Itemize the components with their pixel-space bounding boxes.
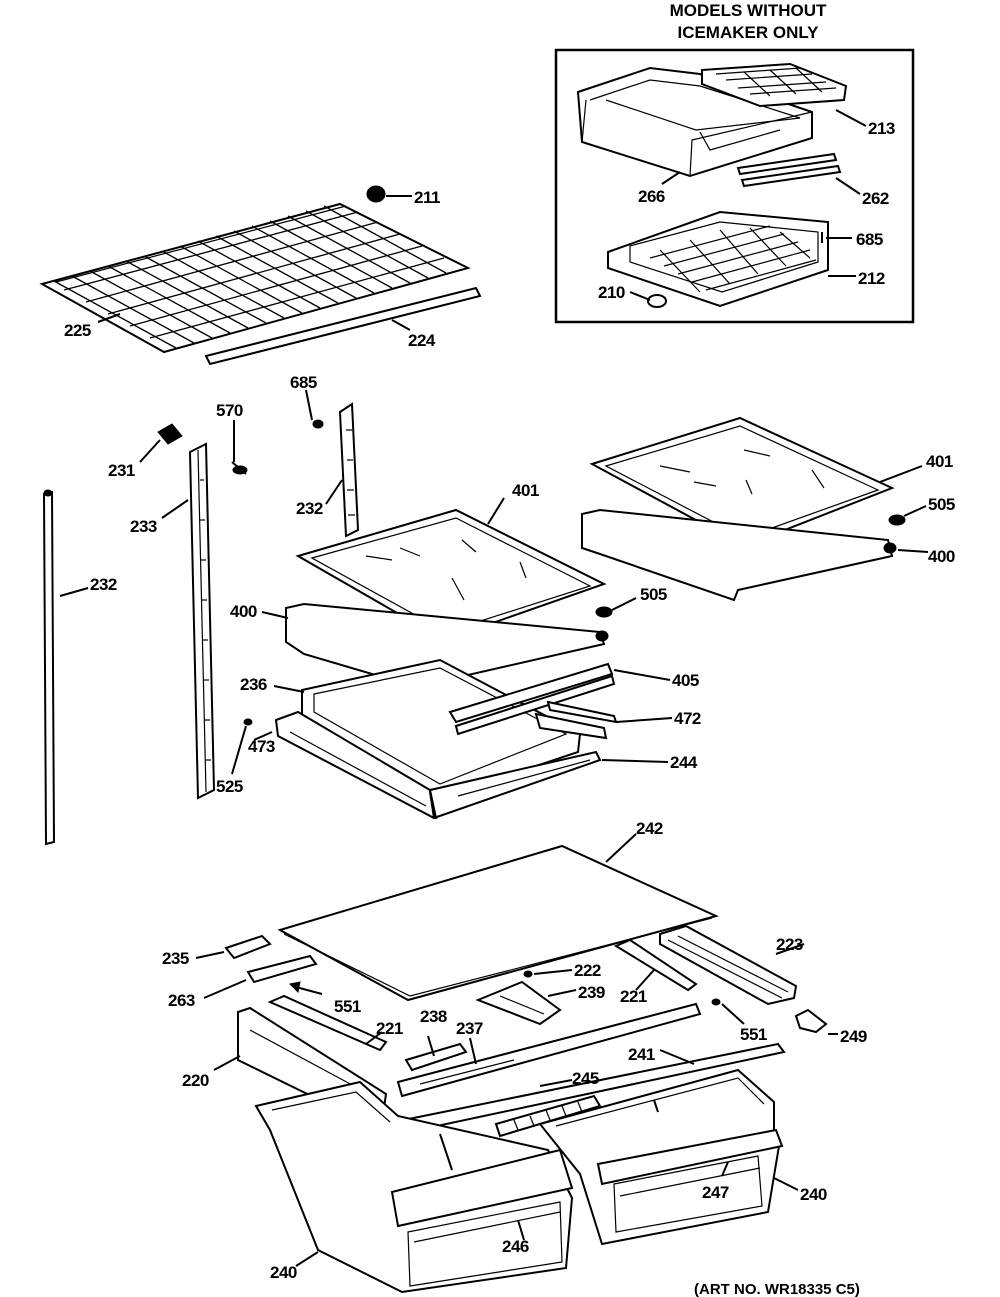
callout-231: 231 (108, 461, 135, 480)
callout-263: 263 (168, 991, 195, 1010)
callout-232-upper: 232 (296, 499, 323, 518)
icemaker-inset: MODELS WITHOUT ICEMAKER ONLY (554, 1, 915, 324)
callout-400-right: 400 (928, 547, 955, 566)
callout-221-right: 221 (620, 987, 647, 1006)
ice-tray-support-part (607, 210, 829, 308)
callout-232-left: 232 (90, 575, 117, 594)
callout-525: 525 (216, 777, 243, 796)
art-number: (ART NO. WR18335 C5) (694, 1281, 860, 1297)
crisper-drawers-group: 247 240 246 240 (254, 1068, 827, 1294)
callout-210: 210 (598, 283, 625, 302)
callout-212: 212 (858, 269, 885, 288)
callout-472: 472 (674, 709, 701, 728)
callout-237: 237 (456, 1019, 483, 1038)
callout-685: 685 (290, 373, 317, 392)
callout-551-right: 551 (740, 1025, 767, 1044)
callout-245: 245 (572, 1069, 599, 1088)
callout-249: 249 (840, 1027, 867, 1046)
callout-235: 235 (162, 949, 189, 968)
meat-drawer-group: 236 405 472 473 244 (240, 658, 701, 820)
callout-240-right: 240 (800, 1185, 827, 1204)
callout-233: 233 (130, 517, 157, 536)
inset-title-line2: ICEMAKER ONLY (677, 23, 819, 42)
callout-222: 222 (574, 961, 601, 980)
crisper-cover-group: 242 223 235 263 551 222 239 221 (162, 819, 867, 1138)
callout-570: 570 (216, 401, 243, 420)
callout-224: 224 (408, 331, 436, 350)
callout-225: 225 (64, 321, 91, 340)
callout-262: 262 (862, 189, 889, 208)
callout-242: 242 (636, 819, 663, 838)
callout-266: 266 (638, 187, 665, 206)
callout-505-right: 505 (928, 495, 955, 514)
inset-frame (554, 48, 915, 324)
callout-551-left: 551 (334, 997, 361, 1016)
freezer-wire-shelf-group: 211 225 224 (39, 185, 482, 366)
callout-401-center: 401 (512, 481, 539, 500)
callout-221-left: 221 (376, 1019, 403, 1038)
callout-241: 241 (628, 1045, 655, 1064)
callout-400-left: 400 (230, 602, 257, 621)
callout-473: 473 (248, 737, 275, 756)
callout-685-inset: 685 (856, 230, 883, 249)
callout-236: 236 (240, 675, 267, 694)
callout-223: 223 (776, 935, 803, 954)
ice-tray-part (701, 62, 848, 108)
callout-244: 244 (670, 753, 698, 772)
callout-239: 239 (578, 983, 605, 1002)
callout-405: 405 (672, 671, 699, 690)
vertical-supports-group: 232 233 231 570 685 232 525 (42, 373, 360, 846)
clip-210-part (647, 294, 667, 308)
callout-401-right: 401 (926, 452, 953, 471)
inset-title-line1: MODELS WITHOUT (670, 1, 827, 20)
callout-238: 238 (420, 1007, 447, 1026)
callout-213: 213 (868, 119, 895, 138)
callout-211: 211 (414, 188, 440, 207)
wire-shelf-grid (53, 205, 447, 349)
callout-240-left: 240 (270, 1263, 297, 1282)
callout-247: 247 (702, 1183, 729, 1202)
callout-246: 246 (502, 1237, 529, 1256)
slide-rail-262-part (736, 152, 842, 188)
callout-505-center: 505 (640, 585, 667, 604)
glass-shelves-group: 401 401 505 400 400 505 (230, 416, 955, 696)
callout-220: 220 (182, 1071, 209, 1090)
